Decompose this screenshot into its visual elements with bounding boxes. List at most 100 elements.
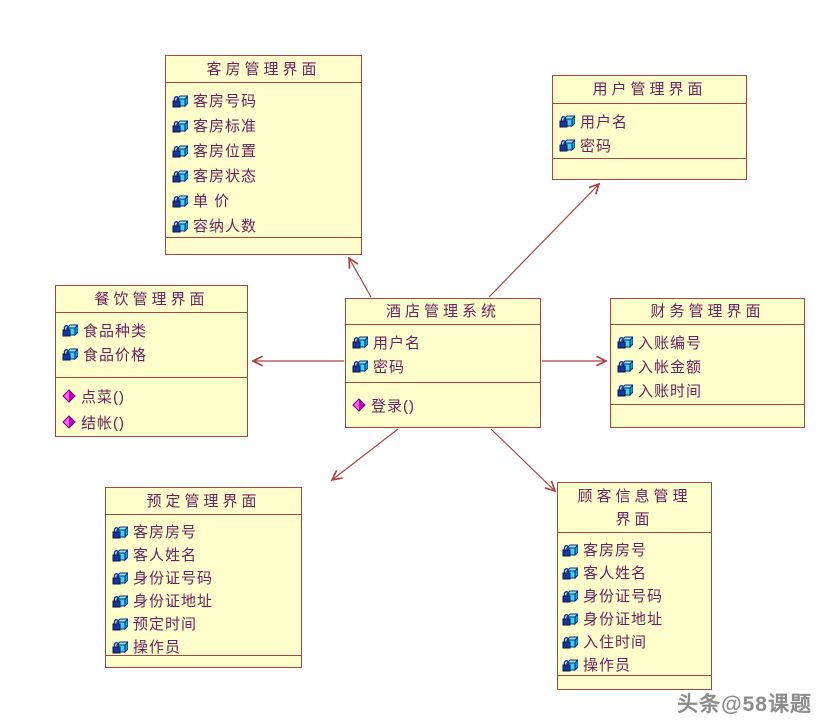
arrow-to-user-management <box>488 184 599 298</box>
class-title: 顾客信息管理界面 <box>558 483 711 533</box>
private-attribute-icon <box>172 119 188 133</box>
uml-class-finance-management: 财务管理界面 入账编号 入帐金额 入账时间 <box>610 298 805 428</box>
attribute-label: 客房状态 <box>193 168 258 185</box>
attribute-row: 客房标准 <box>172 113 359 138</box>
operation-row: 登录() <box>352 392 538 418</box>
uml-class-hotel-management-system: 酒店管理系统 用户名 密码 登录() <box>345 298 541 428</box>
attribute-label: 入账时间 <box>638 382 703 400</box>
attributes-compartment: 客房房号 客人姓名 身份证号码 身份证地址 预定时间 操作员 <box>106 515 301 655</box>
attribute-row: 用户名 <box>352 330 538 354</box>
operations-compartment <box>553 158 746 179</box>
attribute-row: 入帐金额 <box>617 354 802 378</box>
attribute-row: 身份证号码 <box>112 566 299 589</box>
private-attribute-icon <box>352 359 368 373</box>
attribute-label: 客房房号 <box>133 524 198 541</box>
uml-class-room-management: 客房管理界面 客房号码 客房标准 客房位置 客房状态 单 价 容纳人数 <box>165 55 362 255</box>
attribute-row: 密码 <box>352 354 538 378</box>
attribute-row: 食品价格 <box>62 342 245 366</box>
attribute-label: 身份证号码 <box>583 588 664 605</box>
attribute-row: 客房号码 <box>172 88 359 113</box>
uml-class-dining-management: 餐饮管理界面 食品种类 食品价格 点菜() 结帐() <box>55 285 248 437</box>
private-attribute-icon <box>172 94 188 108</box>
class-title: 酒店管理系统 <box>346 299 540 325</box>
attribute-label: 客房号码 <box>193 93 258 110</box>
attribute-row: 身份证地址 <box>562 607 709 630</box>
private-attribute-icon <box>62 323 78 337</box>
attribute-label: 入住时间 <box>583 634 648 651</box>
attribute-label: 客房标准 <box>193 118 258 135</box>
attribute-row: 入住时间 <box>562 630 709 653</box>
attribute-label: 操作员 <box>583 657 632 674</box>
private-attribute-icon <box>112 617 128 631</box>
attributes-compartment: 用户名 密码 <box>553 104 746 158</box>
attribute-label: 食品价格 <box>83 346 148 364</box>
attribute-label: 单 价 <box>193 193 231 210</box>
attribute-row: 身份证号码 <box>562 584 709 607</box>
attributes-compartment: 食品种类 食品价格 <box>56 313 247 377</box>
private-attribute-icon <box>559 138 575 152</box>
private-attribute-icon <box>112 525 128 539</box>
operation-icon <box>62 389 76 403</box>
attribute-label: 身份证地址 <box>133 593 214 610</box>
attribute-row: 密码 <box>559 133 744 157</box>
operations-compartment <box>106 655 301 667</box>
operation-icon <box>352 398 366 412</box>
attributes-compartment: 客房号码 客房标准 客房位置 客房状态 单 价 容纳人数 <box>166 83 361 237</box>
class-title: 餐饮管理界面 <box>56 286 247 313</box>
operation-label: 登录() <box>371 397 415 415</box>
attributes-compartment: 客房房号 客人姓名 身份证号码 身份证地址 入住时间 操作员 <box>558 533 711 675</box>
class-title: 用户管理界面 <box>553 76 746 104</box>
arrow-to-reservation-management <box>332 428 399 480</box>
attribute-row: 客人姓名 <box>562 561 709 584</box>
attribute-label: 用户名 <box>580 113 629 131</box>
private-attribute-icon <box>562 658 578 672</box>
private-attribute-icon <box>617 335 633 349</box>
operations-compartment <box>611 404 804 427</box>
attribute-label: 操作员 <box>133 639 182 655</box>
attribute-label: 客人姓名 <box>583 565 648 582</box>
attribute-label: 容纳人数 <box>193 218 258 235</box>
attribute-label: 食品种类 <box>83 322 148 340</box>
attribute-label: 用户名 <box>373 334 422 352</box>
class-title: 财务管理界面 <box>611 299 804 325</box>
uml-class-user-management: 用户管理界面 用户名 密码 <box>552 75 747 180</box>
attribute-label: 入账编号 <box>638 334 703 352</box>
uml-class-customer-info-management: 顾客信息管理界面 客房房号 客人姓名 身份证号码 身份证地址 入住时间 操作员 <box>557 482 712 690</box>
private-attribute-icon <box>172 194 188 208</box>
attribute-row: 容纳人数 <box>172 213 359 237</box>
attribute-row: 客人姓名 <box>112 543 299 566</box>
private-attribute-icon <box>562 543 578 557</box>
class-title: 预定管理界面 <box>106 488 301 515</box>
private-attribute-icon <box>352 335 368 349</box>
private-attribute-icon <box>562 566 578 580</box>
arrow-to-customer-info-management <box>490 428 555 491</box>
operation-label: 结帐() <box>81 414 125 432</box>
attribute-row: 单 价 <box>172 188 359 213</box>
attributes-compartment: 入账编号 入帐金额 入账时间 <box>611 325 804 404</box>
attribute-row: 客房房号 <box>562 538 709 561</box>
attribute-row: 身份证地址 <box>112 589 299 612</box>
operations-compartment: 点菜() 结帐() <box>56 377 247 436</box>
attribute-label: 客房房号 <box>583 542 648 559</box>
attribute-row: 操作员 <box>562 653 709 675</box>
attribute-row: 客房位置 <box>172 138 359 163</box>
attribute-label: 入帐金额 <box>638 358 703 376</box>
class-title: 客房管理界面 <box>166 56 361 83</box>
private-attribute-icon <box>172 169 188 183</box>
attribute-label: 客房位置 <box>193 143 258 160</box>
watermark: 头条@58课题 <box>677 693 812 716</box>
attribute-row: 客房房号 <box>112 520 299 543</box>
attribute-label: 密码 <box>580 137 613 155</box>
private-attribute-icon <box>617 383 633 397</box>
private-attribute-icon <box>62 347 78 361</box>
operations-compartment <box>166 237 361 254</box>
private-attribute-icon <box>172 144 188 158</box>
private-attribute-icon <box>112 640 128 654</box>
attribute-row: 操作员 <box>112 635 299 655</box>
attribute-row: 食品种类 <box>62 318 245 342</box>
attributes-compartment: 用户名 密码 <box>346 325 540 382</box>
private-attribute-icon <box>172 219 188 233</box>
operations-compartment <box>558 675 711 689</box>
attribute-label: 客人姓名 <box>133 547 198 564</box>
private-attribute-icon <box>559 114 575 128</box>
